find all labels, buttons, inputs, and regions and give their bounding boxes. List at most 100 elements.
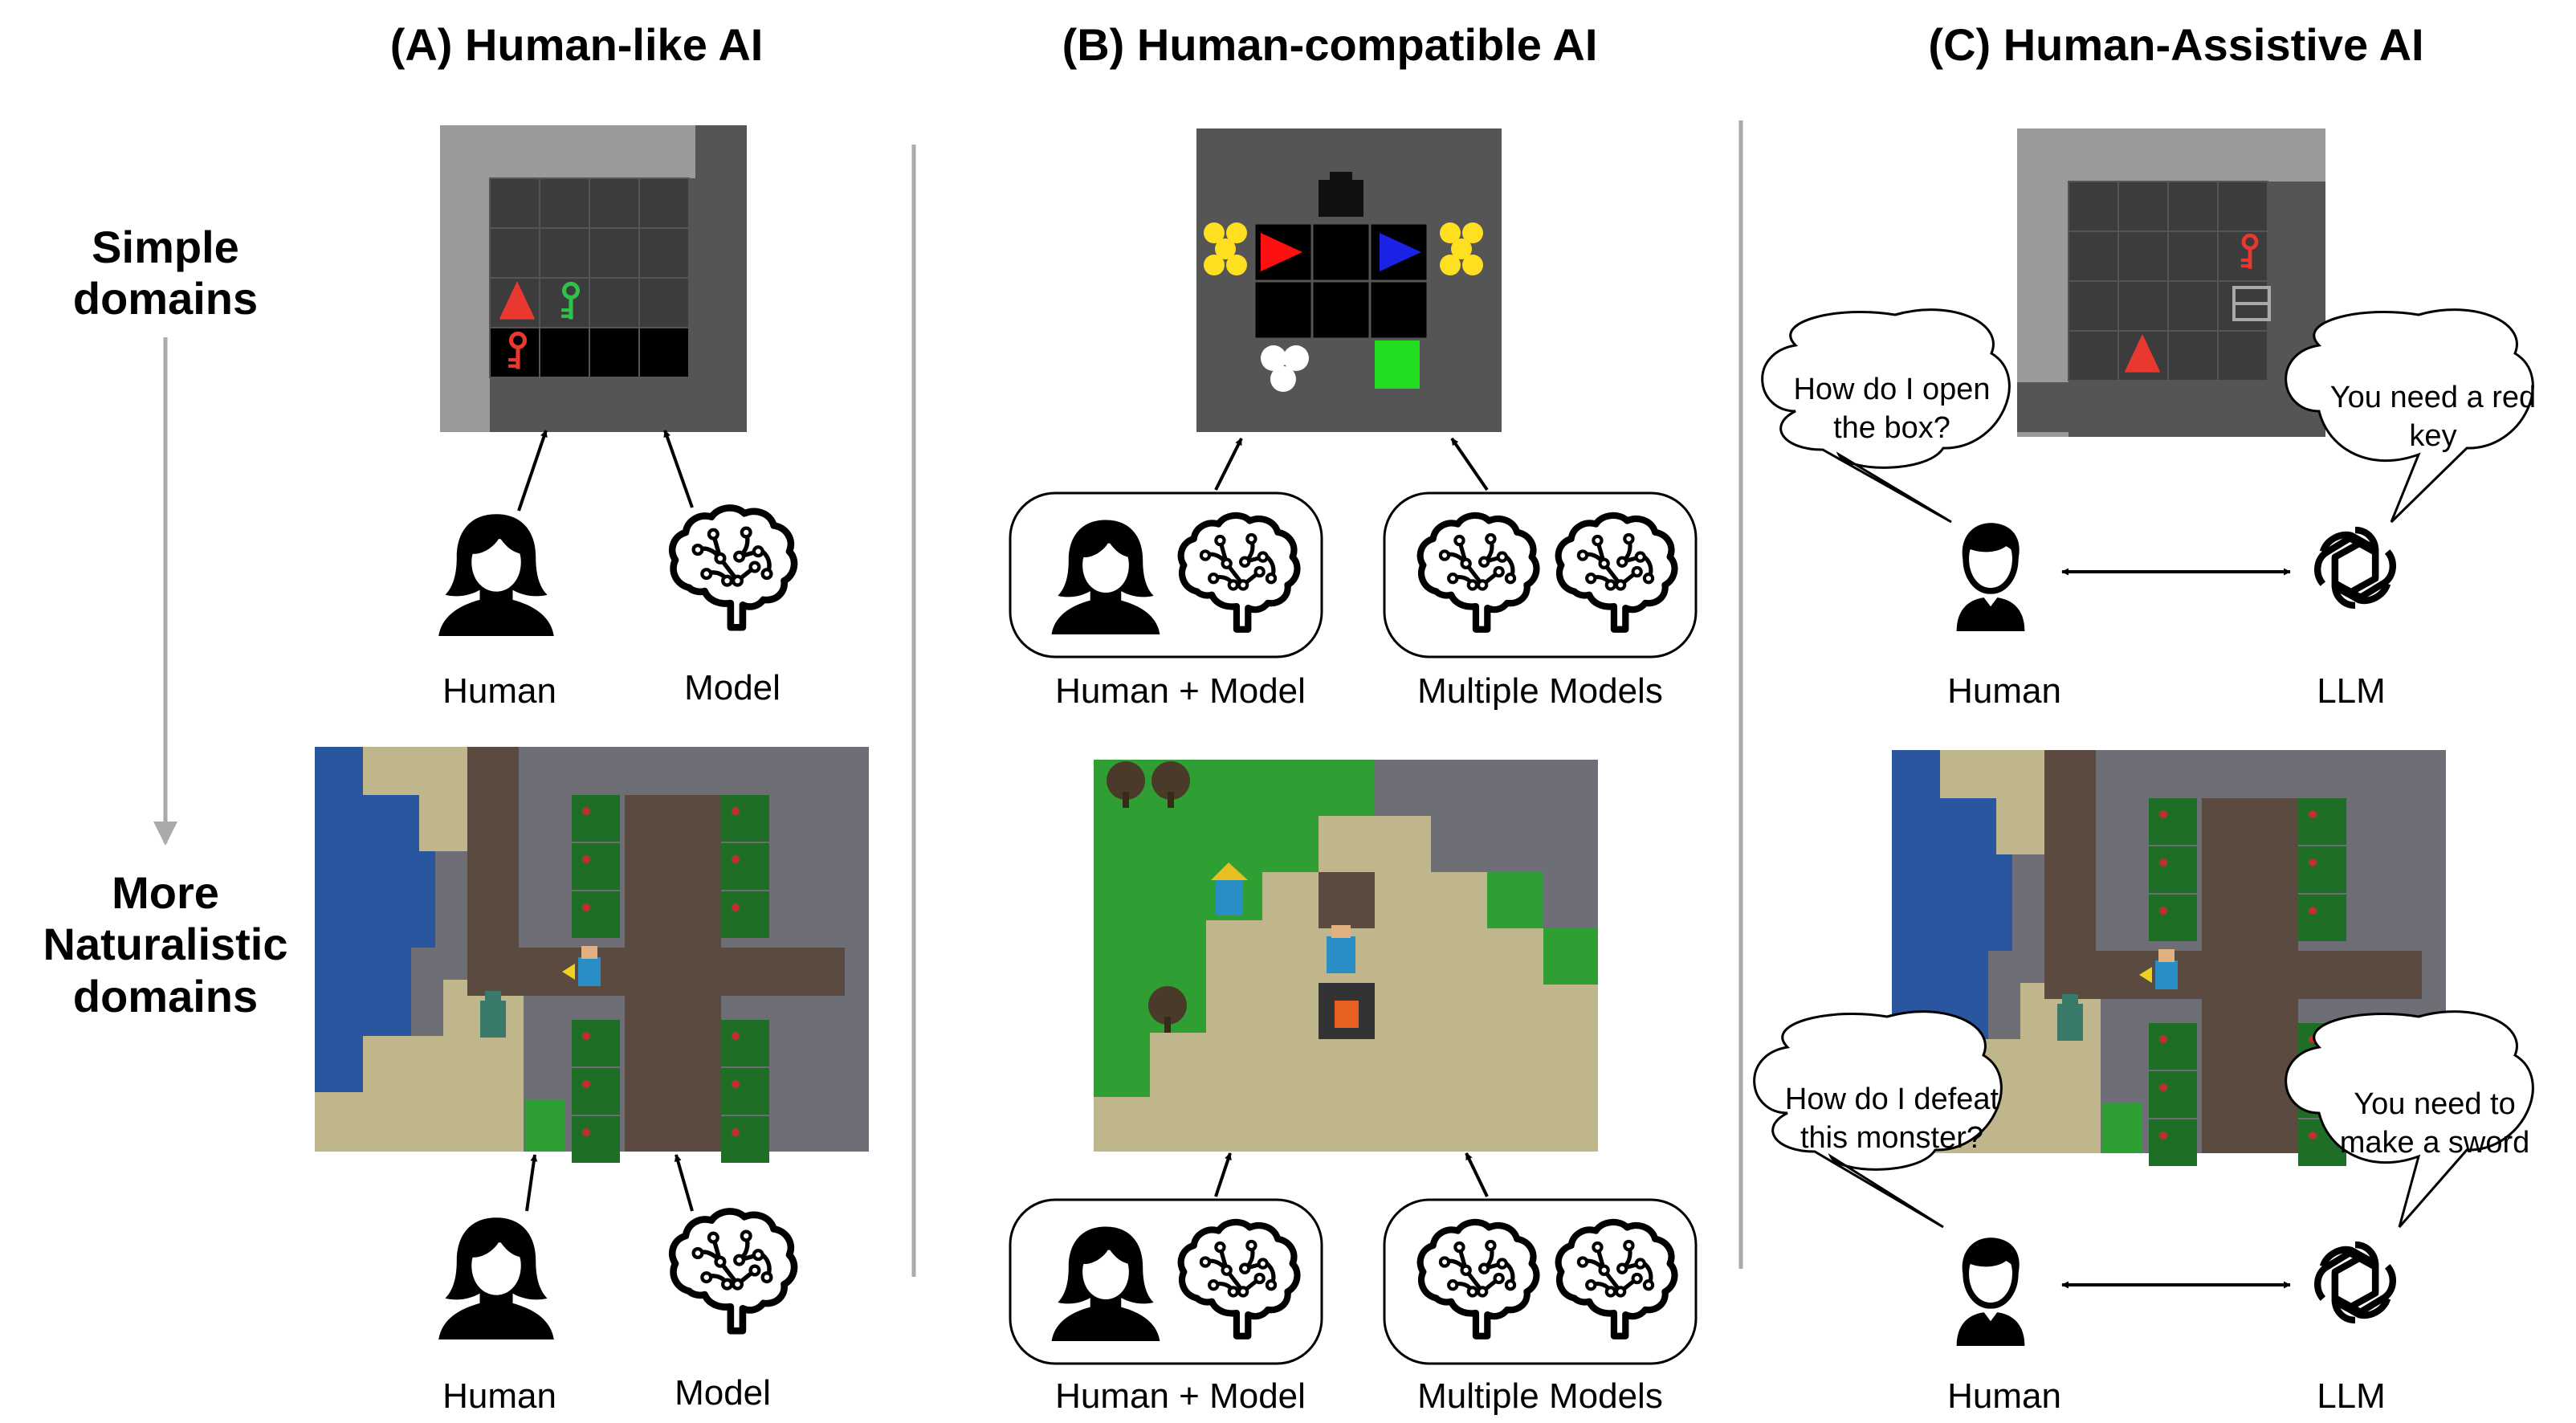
label-multiple-models: Multiple Models [1417, 1376, 1663, 1416]
tree [721, 1116, 769, 1163]
zombie-icon [480, 1001, 506, 1038]
grid-cell [1310, 222, 1372, 283]
pot-icon [1330, 172, 1352, 180]
apple [732, 855, 740, 863]
grid-cell [2068, 330, 2119, 381]
bubble-text-q1: How do I open the box? [1793, 373, 1991, 445]
tree [1123, 792, 1129, 808]
plate-icon [1270, 366, 1296, 392]
label-human: Human [442, 1376, 556, 1416]
grid-cell [489, 177, 540, 229]
crafter-world-a [315, 747, 869, 1163]
grid-cell [638, 227, 690, 279]
agent-icon [1211, 862, 1248, 880]
arrow-icon [674, 1154, 694, 1212]
grid-cell [2117, 280, 2169, 332]
grid-cell [2068, 280, 2119, 332]
tree [2149, 846, 2197, 893]
wall [2017, 382, 2325, 432]
bubble-text-q2: How do I defeat this monster? [1784, 1083, 1999, 1155]
grid-cell [589, 327, 640, 378]
grass [525, 1100, 565, 1152]
speech-bubble-a1 [2285, 308, 2534, 524]
sand [1940, 750, 2044, 854]
grid-cell [589, 277, 640, 328]
apple [2159, 1035, 2167, 1043]
apple [732, 1032, 740, 1040]
red-agent-icon [1261, 233, 1302, 271]
apple [2309, 858, 2317, 866]
arrow-icon [1214, 1152, 1232, 1197]
label-multiple-models: Multiple Models [1417, 671, 1663, 711]
tree [1151, 761, 1190, 800]
bubble-text-a1: You need a red key [2329, 381, 2537, 453]
onion-icon [1462, 255, 1483, 275]
grid-cell [2217, 330, 2268, 381]
tree [2149, 798, 2197, 845]
zombie-icon [2062, 994, 2078, 1007]
grid-cell [2167, 230, 2219, 282]
onion-icon [1204, 222, 1225, 243]
grid-cell [589, 227, 640, 279]
apple [2159, 1083, 2167, 1091]
apple [2309, 810, 2317, 818]
onion-icon [1462, 222, 1483, 243]
plate-icon [1261, 345, 1286, 371]
player-icon [2155, 960, 2178, 989]
grass [1543, 928, 1598, 985]
onion-icon [1226, 255, 1247, 275]
stone [1375, 760, 1598, 928]
brain-icon [672, 1211, 794, 1331]
brain-icon [1559, 1222, 1675, 1336]
apple [582, 807, 590, 815]
grid-cell [1253, 279, 1314, 340]
tree [1107, 761, 1145, 800]
wall [695, 125, 747, 432]
bubble-text-a2: You need to make a sword [2339, 1087, 2530, 1160]
label-model: Model [675, 1373, 771, 1413]
label-model: Model [684, 668, 781, 707]
grid-cell [638, 277, 690, 328]
arrow-icon [1214, 438, 1243, 491]
apple [732, 1080, 740, 1088]
agent-icon [1327, 936, 1355, 973]
tree [2298, 846, 2346, 893]
zombie-icon [2057, 1004, 2083, 1041]
group-box-multiple-models-bottom [1383, 1198, 1698, 1365]
arrow-icon [1450, 437, 1489, 491]
speech-bubble-a2 [2285, 1010, 2534, 1228]
label-human-model: Human + Model [1055, 671, 1306, 711]
grid-cell [1368, 279, 1429, 340]
openai-logo-icon [2317, 530, 2393, 605]
tree [721, 891, 769, 938]
blue-agent-icon [1380, 233, 1421, 271]
serving-icon [1375, 340, 1420, 389]
tree [572, 795, 620, 842]
arrow-icon [517, 430, 548, 512]
apple [2159, 907, 2167, 915]
tree [572, 1116, 620, 1163]
brain-icon [1181, 1222, 1298, 1336]
arrow-icon [1465, 1152, 1489, 1197]
triangle-agent-icon [499, 281, 536, 320]
onion-icon [1451, 239, 1472, 259]
naturalistic-domains-label: More Naturalistic domains [43, 867, 288, 1021]
sand [363, 747, 467, 851]
triangle-agent-icon [2124, 334, 2161, 373]
brain-icon [672, 508, 794, 627]
woman-icon [438, 1217, 554, 1339]
grid-cell [2117, 181, 2169, 232]
path [2202, 798, 2298, 1153]
tree [2149, 895, 2197, 941]
player-icon [2139, 967, 2152, 983]
wall-light [440, 125, 490, 432]
onion-icon [1440, 222, 1461, 243]
apple [582, 855, 590, 863]
brain-icon [1420, 516, 1537, 630]
onion-icon [1215, 239, 1236, 259]
apple [2159, 1131, 2167, 1140]
grid-cell [489, 227, 540, 279]
tree [2149, 1023, 2197, 1070]
brain-icon [1420, 1222, 1537, 1336]
label-llm: LLM [2317, 1376, 2386, 1416]
